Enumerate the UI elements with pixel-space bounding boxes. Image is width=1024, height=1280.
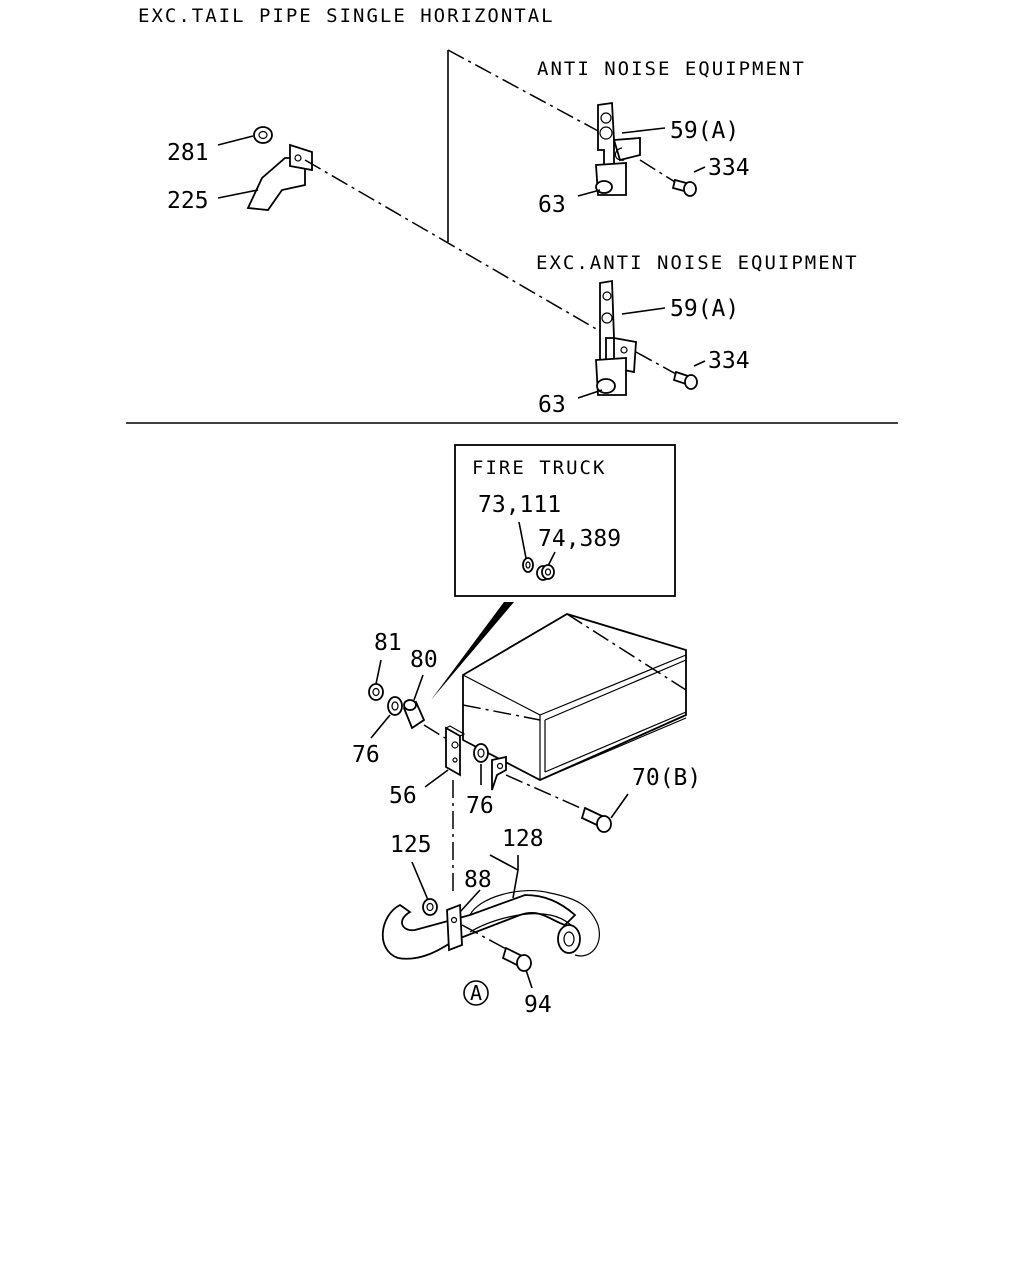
- leader-334-upper: [693, 166, 706, 173]
- callout-128: 128: [502, 826, 544, 852]
- callout-88: 88: [464, 867, 492, 893]
- nut-125-drawing: [422, 898, 438, 916]
- tail-pipe-128-drawing: [381, 889, 600, 960]
- callout-70b: 70(B): [632, 765, 701, 791]
- callout-281: 281: [167, 140, 209, 166]
- callout-59a-lower: 59(A): [670, 296, 739, 322]
- callout-59a-upper: 59(A): [670, 118, 739, 144]
- leader-76-left: [370, 714, 391, 739]
- reference-a-label: A: [470, 981, 482, 1005]
- washer-76-left-drawing: [387, 696, 403, 716]
- callout-73-111: 73,111: [478, 492, 561, 518]
- callout-81: 81: [374, 630, 402, 656]
- washer-76-right-drawing: [473, 743, 489, 763]
- fire-truck-title: FIRE TRUCK: [472, 457, 606, 479]
- chain-line-94: [461, 924, 509, 951]
- bracket-225-drawing: [246, 143, 313, 211]
- leader-81: [375, 659, 382, 685]
- callout-125: 125: [390, 832, 432, 858]
- chain-line-lower: [304, 159, 599, 331]
- leader-70b: [610, 793, 629, 819]
- leader-59a-upper: [621, 127, 666, 134]
- muffler-box-drawing: [462, 613, 687, 791]
- fire-truck-inset-box: [454, 444, 676, 597]
- leader-80: [413, 674, 424, 701]
- section-title-anti-noise: ANTI NOISE EQUIPMENT: [537, 58, 806, 80]
- section-title-exc-tail-pipe: EXC.TAIL PIPE SINGLE HORIZONTAL: [138, 5, 555, 27]
- bracket-59a-lower-drawing: [595, 279, 637, 396]
- leader-88: [459, 889, 481, 913]
- leader-59a-lower: [621, 307, 666, 315]
- chain-line-334-lower: [635, 351, 677, 375]
- callout-225: 225: [167, 188, 209, 214]
- chain-line-334-upper: [639, 159, 676, 183]
- leader-281: [217, 135, 254, 146]
- callout-63-upper: 63: [538, 192, 566, 218]
- leader-94: [525, 969, 533, 989]
- leader-225: [217, 189, 259, 199]
- chain-line-70b: [505, 774, 586, 811]
- callout-74-389: 74,389: [538, 526, 621, 552]
- leader-63-lower: [577, 389, 603, 399]
- callout-76-right: 76: [466, 793, 494, 819]
- chain-line-80: [423, 724, 446, 739]
- bolt-70b-drawing: [580, 806, 612, 833]
- chain-line-upper: [447, 49, 601, 133]
- leader-73-111: [518, 521, 527, 559]
- bolt-334-upper-drawing: [671, 178, 697, 197]
- callout-334-upper: 334: [708, 155, 750, 181]
- leader-334-lower: [693, 360, 706, 367]
- bolt-334-lower-drawing: [672, 370, 698, 390]
- spacer-80-drawing: [402, 699, 426, 730]
- spring-washer-74-drawing: [536, 564, 555, 581]
- leader-74-389: [547, 551, 556, 567]
- callout-94: 94: [524, 992, 552, 1018]
- leader-63-upper: [577, 189, 601, 197]
- callout-76-left: 76: [352, 742, 380, 768]
- inset-pointer: [431, 602, 514, 700]
- nut-281-drawing: [253, 126, 273, 144]
- washer-73-drawing: [522, 557, 534, 573]
- leader-128: [489, 854, 519, 899]
- callout-63-lower: 63: [538, 392, 566, 418]
- callout-56: 56: [389, 783, 417, 809]
- section-title-exc-anti-noise: EXC.ANTI NOISE EQUIPMENT: [536, 252, 859, 274]
- callout-80: 80: [410, 647, 438, 673]
- nut-81-drawing: [368, 683, 384, 701]
- leader-125: [411, 861, 429, 901]
- leader-56: [424, 769, 449, 788]
- callout-334-lower: 334: [708, 348, 750, 374]
- bolt-94-drawing: [501, 946, 532, 972]
- reference-a-circle: [463, 980, 489, 1006]
- plate-56-drawing: [445, 725, 466, 777]
- bracket-59a-upper-drawing: [595, 101, 641, 196]
